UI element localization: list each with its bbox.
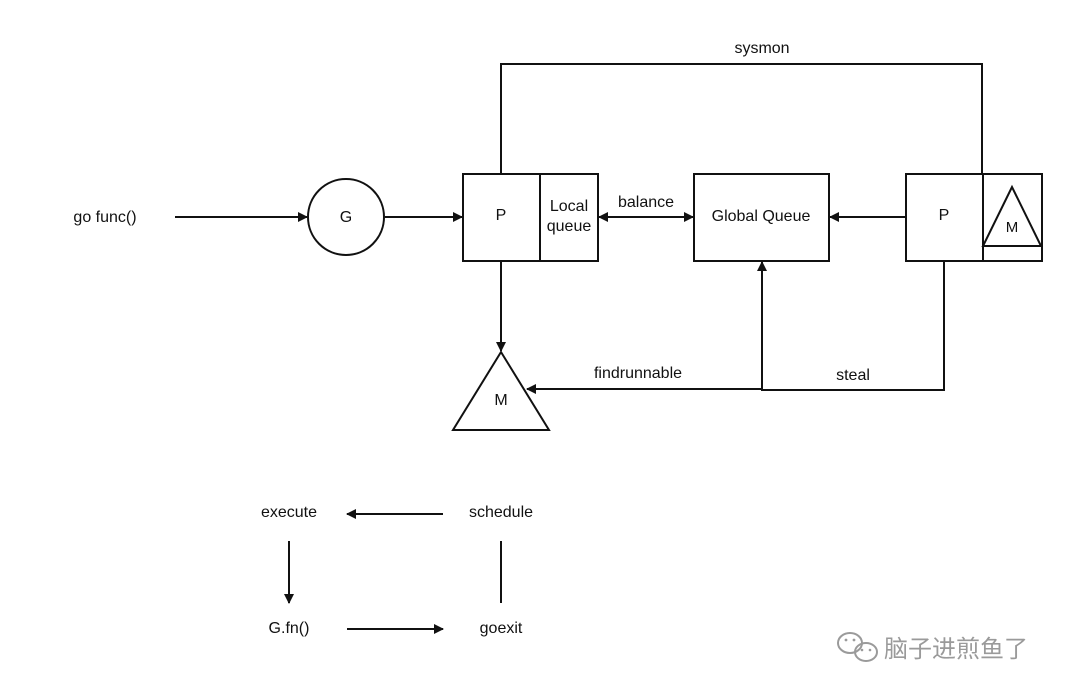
global-queue-label: Global Queue (712, 208, 811, 225)
execute-label: execute (261, 504, 317, 521)
sysmon-label: sysmon (734, 40, 789, 57)
findrunnable-label: findrunnable (594, 365, 682, 382)
local-queue-label-1: Local (550, 198, 588, 215)
watermark-text: 脑子进煎鱼了 (884, 635, 1028, 663)
m-right-node (981, 184, 1043, 247)
steal-edge (757, 261, 945, 391)
watermark: 脑子进煎鱼了 (837, 632, 1028, 663)
m-bottom-node (451, 350, 551, 431)
go-func-label: go func() (73, 209, 136, 226)
gfn-label: G.fn() (269, 620, 310, 637)
p-left-label: P (496, 207, 507, 224)
wechat-icon (837, 632, 878, 662)
m-bottom-label: M (494, 392, 507, 409)
p-right-label: P (939, 207, 950, 224)
schedule-label: schedule (469, 504, 533, 521)
p-left-node (462, 173, 541, 262)
local-queue-label-2: queue (547, 218, 592, 235)
sysmon-edge (500, 63, 983, 174)
goexit-label: goexit (480, 620, 523, 637)
m-right-label: M (1006, 219, 1019, 236)
steal-label: steal (836, 367, 870, 384)
p-right-node (905, 173, 984, 262)
balance-label: balance (618, 194, 674, 211)
g-node-label: G (340, 209, 352, 226)
g-node (307, 178, 385, 256)
